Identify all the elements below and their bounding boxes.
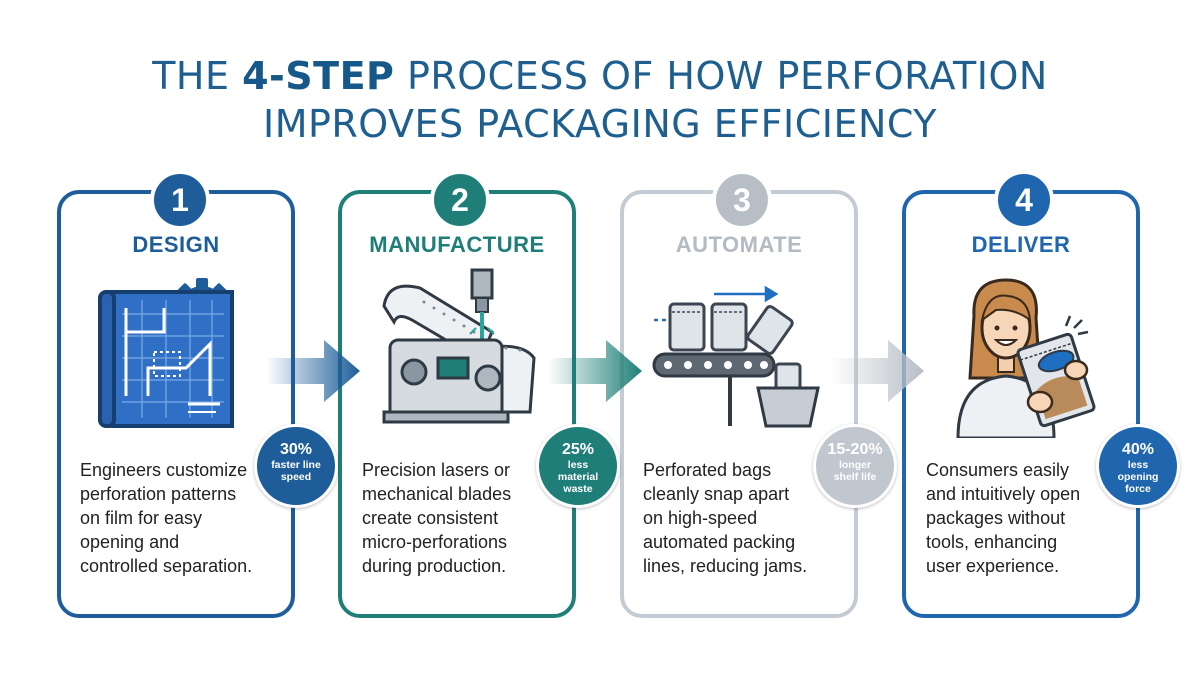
desc-line: Engineers customize (80, 460, 248, 480)
desc-line: Consumers easily (926, 460, 1070, 480)
desc-line: Precision lasers or (362, 460, 511, 480)
desc-line: user experience. (926, 556, 1060, 576)
stat-label: force (1125, 483, 1151, 495)
stat-label: less (1127, 459, 1149, 471)
desc-line: perforation patterns (80, 484, 237, 504)
conveyor-bags-icon (652, 285, 820, 428)
step-title-design: DESIGN (132, 232, 220, 257)
consumer-opening-bag-icon (956, 278, 1096, 438)
desc-line: controlled separation. (80, 556, 253, 576)
desc-line: mechanical blades (362, 484, 512, 504)
desc-line: create consistent (362, 508, 499, 528)
stat-label: faster line (271, 459, 321, 471)
stat-value: 40% (1121, 441, 1155, 458)
desc-line: lines, reducing jams. (643, 556, 808, 576)
arrow-design-to-manufacture-icon (266, 340, 360, 402)
step-description-manufacture: Precision lasers or mechanical blades cr… (362, 458, 572, 578)
stat-value: 15-20% (827, 441, 883, 458)
step-number-1: 1 (150, 170, 210, 230)
stat-label: waste (563, 483, 593, 495)
desc-line: on high-speed (643, 508, 758, 528)
title-line-2: IMPROVES PACKAGING EFFICIENCY (263, 102, 937, 146)
step-number-2: 2 (430, 170, 490, 230)
desc-line: on film for easy (80, 508, 203, 528)
arrow-automate-to-deliver-icon (830, 340, 924, 402)
title-line1-rest: PROCESS OF HOW PERFORATION (394, 54, 1048, 98)
stat-value: 30% (279, 441, 313, 458)
stat-badge-design: 30% faster line speed (254, 424, 338, 508)
desc-line: cleanly snap apart (643, 484, 790, 504)
desc-line: tools, enhancing (926, 532, 1058, 552)
arrow-manufacture-to-automate-icon (548, 340, 642, 402)
desc-line: micro-perforations (362, 532, 508, 552)
step-title-manufacture: MANUFACTURE (369, 232, 545, 257)
step-card-automate (620, 190, 858, 618)
stat-label: shelf life (833, 471, 877, 483)
desc-line: during production. (362, 556, 507, 576)
step-number-4: 4 (994, 170, 1054, 230)
stat-label: longer (838, 459, 872, 471)
perforation-machine-icon (382, 268, 536, 424)
stat-badge-manufacture: 25% less material waste (536, 424, 620, 508)
desc-line: packages without (926, 508, 1066, 528)
stat-label: material (557, 471, 599, 483)
stat-label: less (567, 459, 589, 471)
blueprint-gear-icon (98, 278, 234, 428)
title-highlight: 4-STEP (242, 54, 395, 98)
step-title-deliver: DELIVER (971, 232, 1071, 257)
title-pre: THE (152, 54, 243, 98)
step-description-automate: Perforated bags cleanly snap apart on hi… (643, 458, 853, 578)
desc-line: and intuitively open (926, 484, 1081, 504)
stat-label: opening (1117, 471, 1159, 483)
stat-label: speed (280, 471, 312, 483)
step-description-deliver: Consumers easily and intuitively open pa… (926, 458, 1136, 578)
stat-badge-deliver: 40% less opening force (1096, 424, 1180, 508)
page-title: THE 4-STEP PROCESS OF HOW PERFORATION IM… (0, 52, 1200, 148)
stat-badge-automate: 15-20% longer shelf life (813, 424, 897, 508)
desc-line: opening and (80, 532, 180, 552)
desc-line: Perforated bags (643, 460, 772, 480)
step-title-automate: AUTOMATE (675, 232, 803, 257)
stat-value: 25% (561, 441, 595, 458)
step-number-3: 3 (712, 170, 772, 230)
desc-line: automated packing (643, 532, 796, 552)
step-description-design: Engineers customize perforation patterns… (80, 458, 290, 578)
title-line-1: THE 4-STEP PROCESS OF HOW PERFORATION (0, 52, 1200, 100)
